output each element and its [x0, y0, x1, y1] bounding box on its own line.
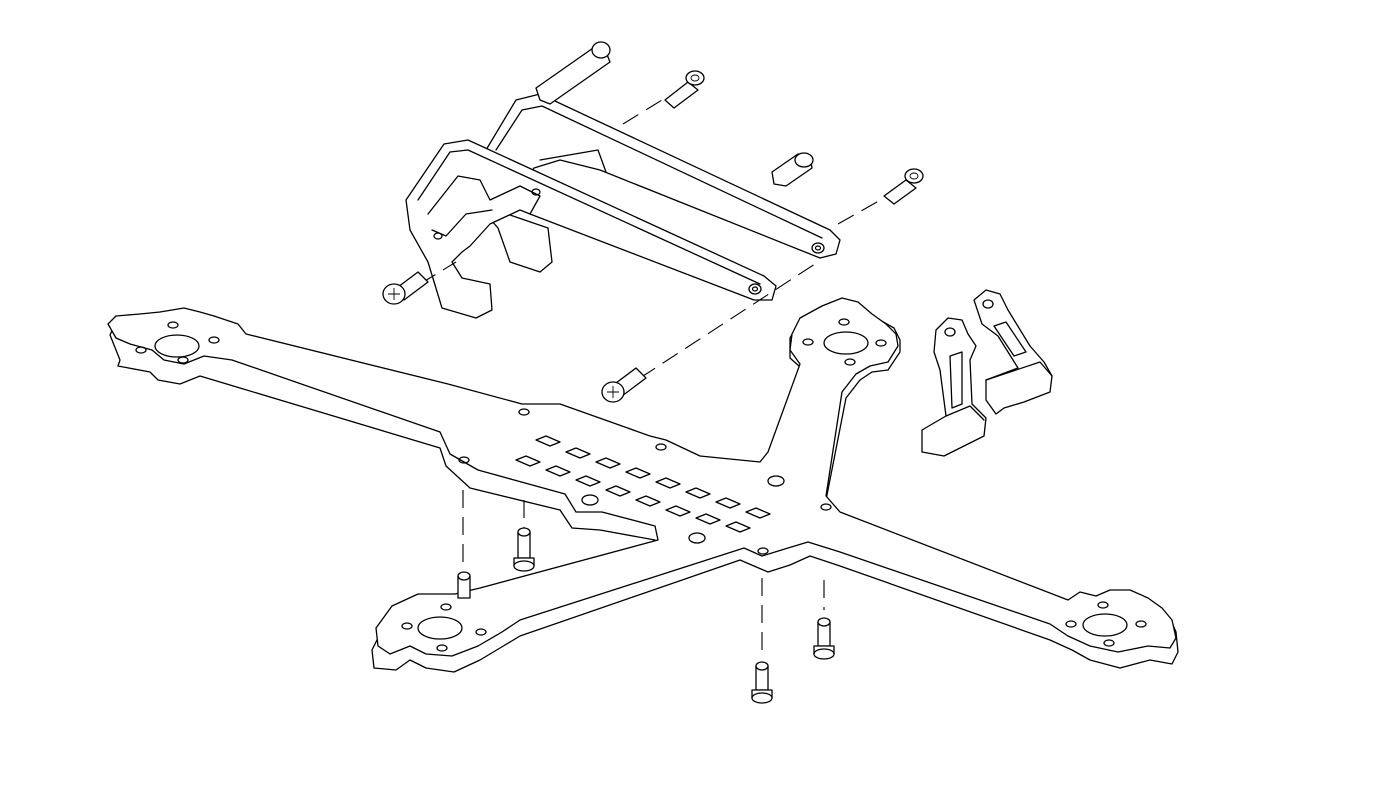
frame-screw-front-left	[751, 661, 773, 704]
cage-screw-right	[883, 168, 924, 205]
main-frame-plate	[107, 297, 1179, 673]
camera-cage-right-plate	[483, 93, 841, 273]
antenna-mount-right	[973, 289, 1053, 415]
antenna-mount-left	[921, 317, 987, 457]
cage-screw-left	[382, 271, 429, 305]
middle-standoff	[771, 152, 814, 187]
frame-screw-rear-left	[513, 527, 535, 572]
cage-screw-top	[664, 70, 705, 109]
alignment-lines-frame	[462, 490, 825, 656]
vent-slot-grid	[515, 435, 771, 533]
cage-screw-bottom	[601, 367, 647, 403]
camera-cage-left-plate	[405, 139, 777, 319]
top-standoff	[535, 41, 611, 105]
frame-screw-front-right	[813, 617, 835, 660]
frame-screw-rear-stub	[457, 571, 471, 599]
